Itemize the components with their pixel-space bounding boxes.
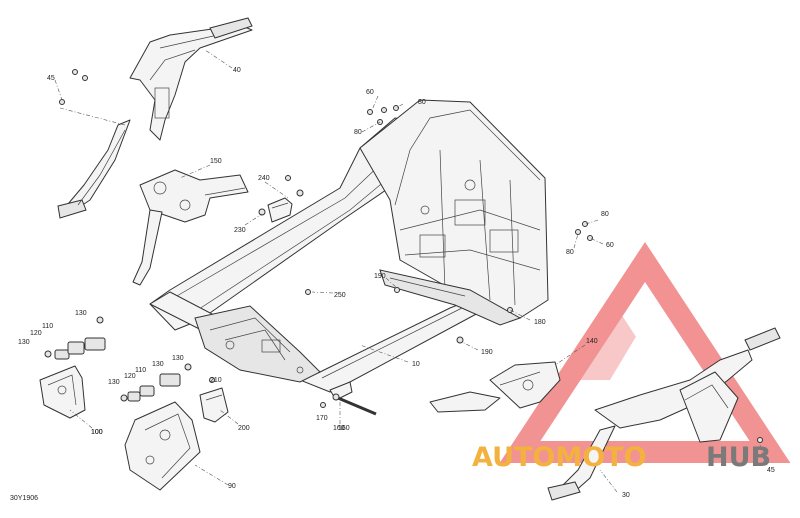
steering-support <box>57 17 253 219</box>
watermark-text: AUTOMOTO HUB <box>472 442 771 473</box>
callout-45: 45 <box>47 75 55 82</box>
rear-bracket-140 <box>429 361 561 413</box>
callout-80: 80 <box>601 211 609 218</box>
callout-130: 130 <box>152 361 164 368</box>
callout-60: 60 <box>606 242 614 249</box>
callout-110: 110 <box>42 323 53 330</box>
callout-100: 100 <box>91 429 103 436</box>
callout-190: 190 <box>481 349 493 356</box>
callout-170: 170 <box>316 415 328 422</box>
callout-130: 130 <box>75 310 87 317</box>
callout-160: 160 <box>338 425 350 432</box>
bolt-160 <box>320 393 377 416</box>
callout-100: 100 <box>91 429 103 436</box>
callout-210: 210 <box>210 377 222 384</box>
side-bracket-90 <box>124 401 201 491</box>
callout-240: 240 <box>258 175 270 182</box>
callout-120: 120 <box>124 373 136 380</box>
part-code: 30Y1906 <box>10 495 38 502</box>
fasteners-upper <box>59 69 763 443</box>
callout-45: 45 <box>767 467 775 474</box>
callout-80: 80 <box>566 249 574 256</box>
callout-120: 120 <box>30 330 42 337</box>
callout-190: 190 <box>374 273 386 280</box>
side-bracket-100 <box>39 365 86 419</box>
callout-80: 80 <box>418 99 426 106</box>
bushing-group-left <box>44 316 192 402</box>
callout-30: 30 <box>622 492 630 499</box>
callout-180: 180 <box>534 319 546 326</box>
main-frame <box>149 99 549 401</box>
bracket-200 <box>199 377 229 423</box>
callout-130: 130 <box>18 339 30 346</box>
callout-40: 40 <box>233 67 241 74</box>
callout-230: 230 <box>234 227 246 234</box>
watermark-word-a: AUTOMOTO <box>472 442 647 473</box>
callout-60: 60 <box>366 89 374 96</box>
callout-130: 130 <box>108 379 120 386</box>
callout-80: 80 <box>354 129 362 136</box>
callout-160: 160 <box>333 425 345 432</box>
watermark-logo <box>499 241 791 463</box>
callout-250: 250 <box>334 292 346 299</box>
callout-200: 200 <box>238 425 250 432</box>
callout-140: 140 <box>586 338 598 345</box>
bracket-230-240 <box>258 175 304 223</box>
callout-labels: 40 45 60 80 80 150 240 230 250 100 160 8… <box>18 67 775 499</box>
callout-10: 10 <box>412 361 420 368</box>
callout-150: 150 <box>210 158 222 165</box>
callout-110: 110 <box>135 367 146 374</box>
callout-130: 130 <box>172 355 184 362</box>
rear-support-30 <box>547 327 781 501</box>
leader-lines <box>54 49 766 493</box>
watermark-word-b: HUB <box>706 442 771 473</box>
bracket-150 <box>132 169 249 286</box>
callout-90: 90 <box>228 483 236 490</box>
